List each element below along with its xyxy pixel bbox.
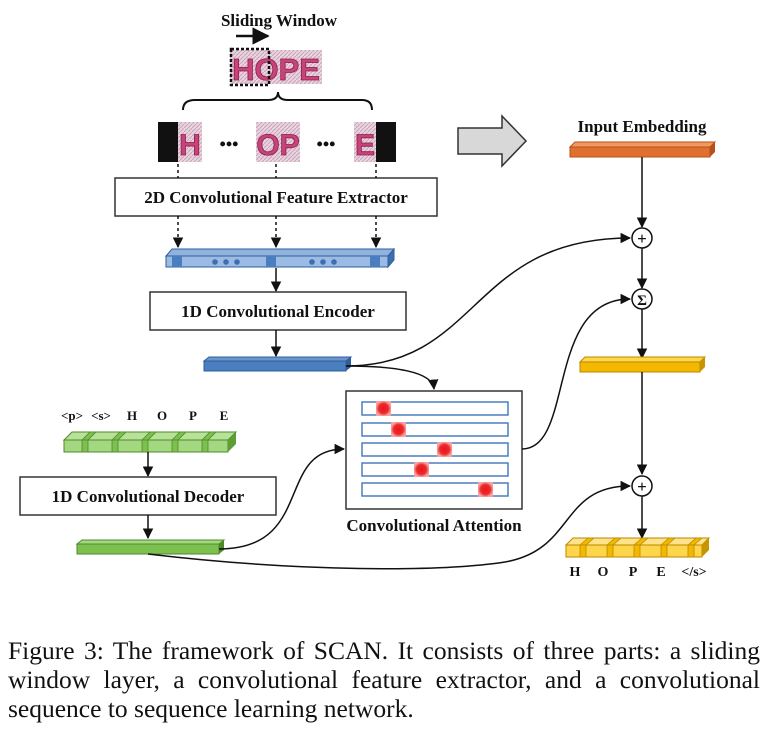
input-embedding-bar — [568, 141, 717, 158]
decoder-input-tokens: <p> <s> H O P E — [61, 408, 228, 423]
encoder-box — [149, 291, 407, 331]
crop-dots-1: ••• — [220, 134, 239, 154]
decoder-input-bar — [62, 431, 238, 453]
crop-text-3: E — [355, 129, 375, 162]
encoder-output-bar — [202, 356, 353, 372]
input-embedding-label: Input Embedding — [578, 117, 707, 136]
sliding-window-label: Sliding Window — [221, 11, 338, 30]
attention-row — [361, 442, 509, 457]
attention-label: Convolutional Attention — [346, 516, 522, 535]
attention-heat-cell — [478, 482, 493, 497]
attention-to-sum-curve — [521, 293, 632, 450]
decoder-to-attention-curve — [218, 443, 346, 550]
encoder-label: 1D Convolutional Encoder — [181, 302, 375, 321]
plus-node-bottom: + — [631, 475, 653, 497]
decoder-box — [19, 476, 277, 516]
attention-row — [361, 462, 509, 477]
scan-framework-diagram: Sliding Window HOPE H ••• OP ••• E 2D Co… — [19, 11, 717, 580]
crop-text-2: OP — [256, 129, 299, 162]
window-brace — [182, 91, 373, 111]
output-token: E — [656, 565, 665, 580]
attention-rows — [361, 401, 509, 497]
feature-sequence-bar — [164, 247, 396, 269]
attention-heat-cell — [437, 442, 452, 457]
input-token: P — [189, 408, 197, 423]
sum-symbol: Σ — [637, 293, 647, 309]
output-token: H — [570, 565, 581, 580]
input-token: E — [220, 408, 229, 423]
crop-text-1: H — [179, 129, 201, 162]
input-token: <s> — [91, 408, 111, 423]
output-token: O — [598, 565, 609, 580]
input-token: <p> — [61, 408, 83, 423]
window-crops: H ••• OP ••• E — [158, 122, 396, 162]
output-token: </s> — [681, 565, 706, 580]
encoder-to-attention-curve — [345, 365, 439, 391]
plus-node-top: + — [631, 227, 653, 249]
attention-row — [361, 401, 509, 416]
input-token: H — [127, 408, 137, 423]
output-sequence-bar — [564, 537, 711, 558]
dotted-arrows — [172, 164, 382, 249]
decoder-to-plus-curve — [147, 480, 632, 570]
output-token: P — [629, 565, 638, 580]
plus-symbol-top: + — [637, 229, 647, 248]
feature-extractor-label: 2D Convolutional Feature Extractor — [144, 188, 408, 207]
attention-heat-cell — [414, 462, 429, 477]
plus-symbol-bottom: + — [637, 477, 647, 496]
sliding-window-frame — [229, 47, 271, 87]
connection-curves — [147, 232, 632, 570]
big-arrow — [457, 114, 528, 168]
crop-dots-2: ••• — [317, 134, 336, 154]
word-image-text: HOPE — [232, 52, 320, 87]
sum-node: Σ — [631, 288, 653, 310]
word-image: HOPE — [229, 47, 322, 87]
decoder-label: 1D Convolutional Decoder — [52, 487, 245, 506]
decoder-output-bar — [75, 539, 226, 555]
attention-row — [361, 482, 509, 497]
attention-row — [361, 422, 509, 437]
input-token: O — [157, 408, 167, 423]
context-vector-bar — [578, 356, 707, 373]
encoder-to-plus-curve — [345, 232, 632, 367]
figure-caption: Figure 3: The framework of SCAN. It cons… — [8, 636, 760, 723]
output-tokens: H O P E </s> — [570, 565, 707, 580]
attention-heat-cell — [376, 401, 391, 416]
attention-heat-cell — [391, 422, 406, 437]
